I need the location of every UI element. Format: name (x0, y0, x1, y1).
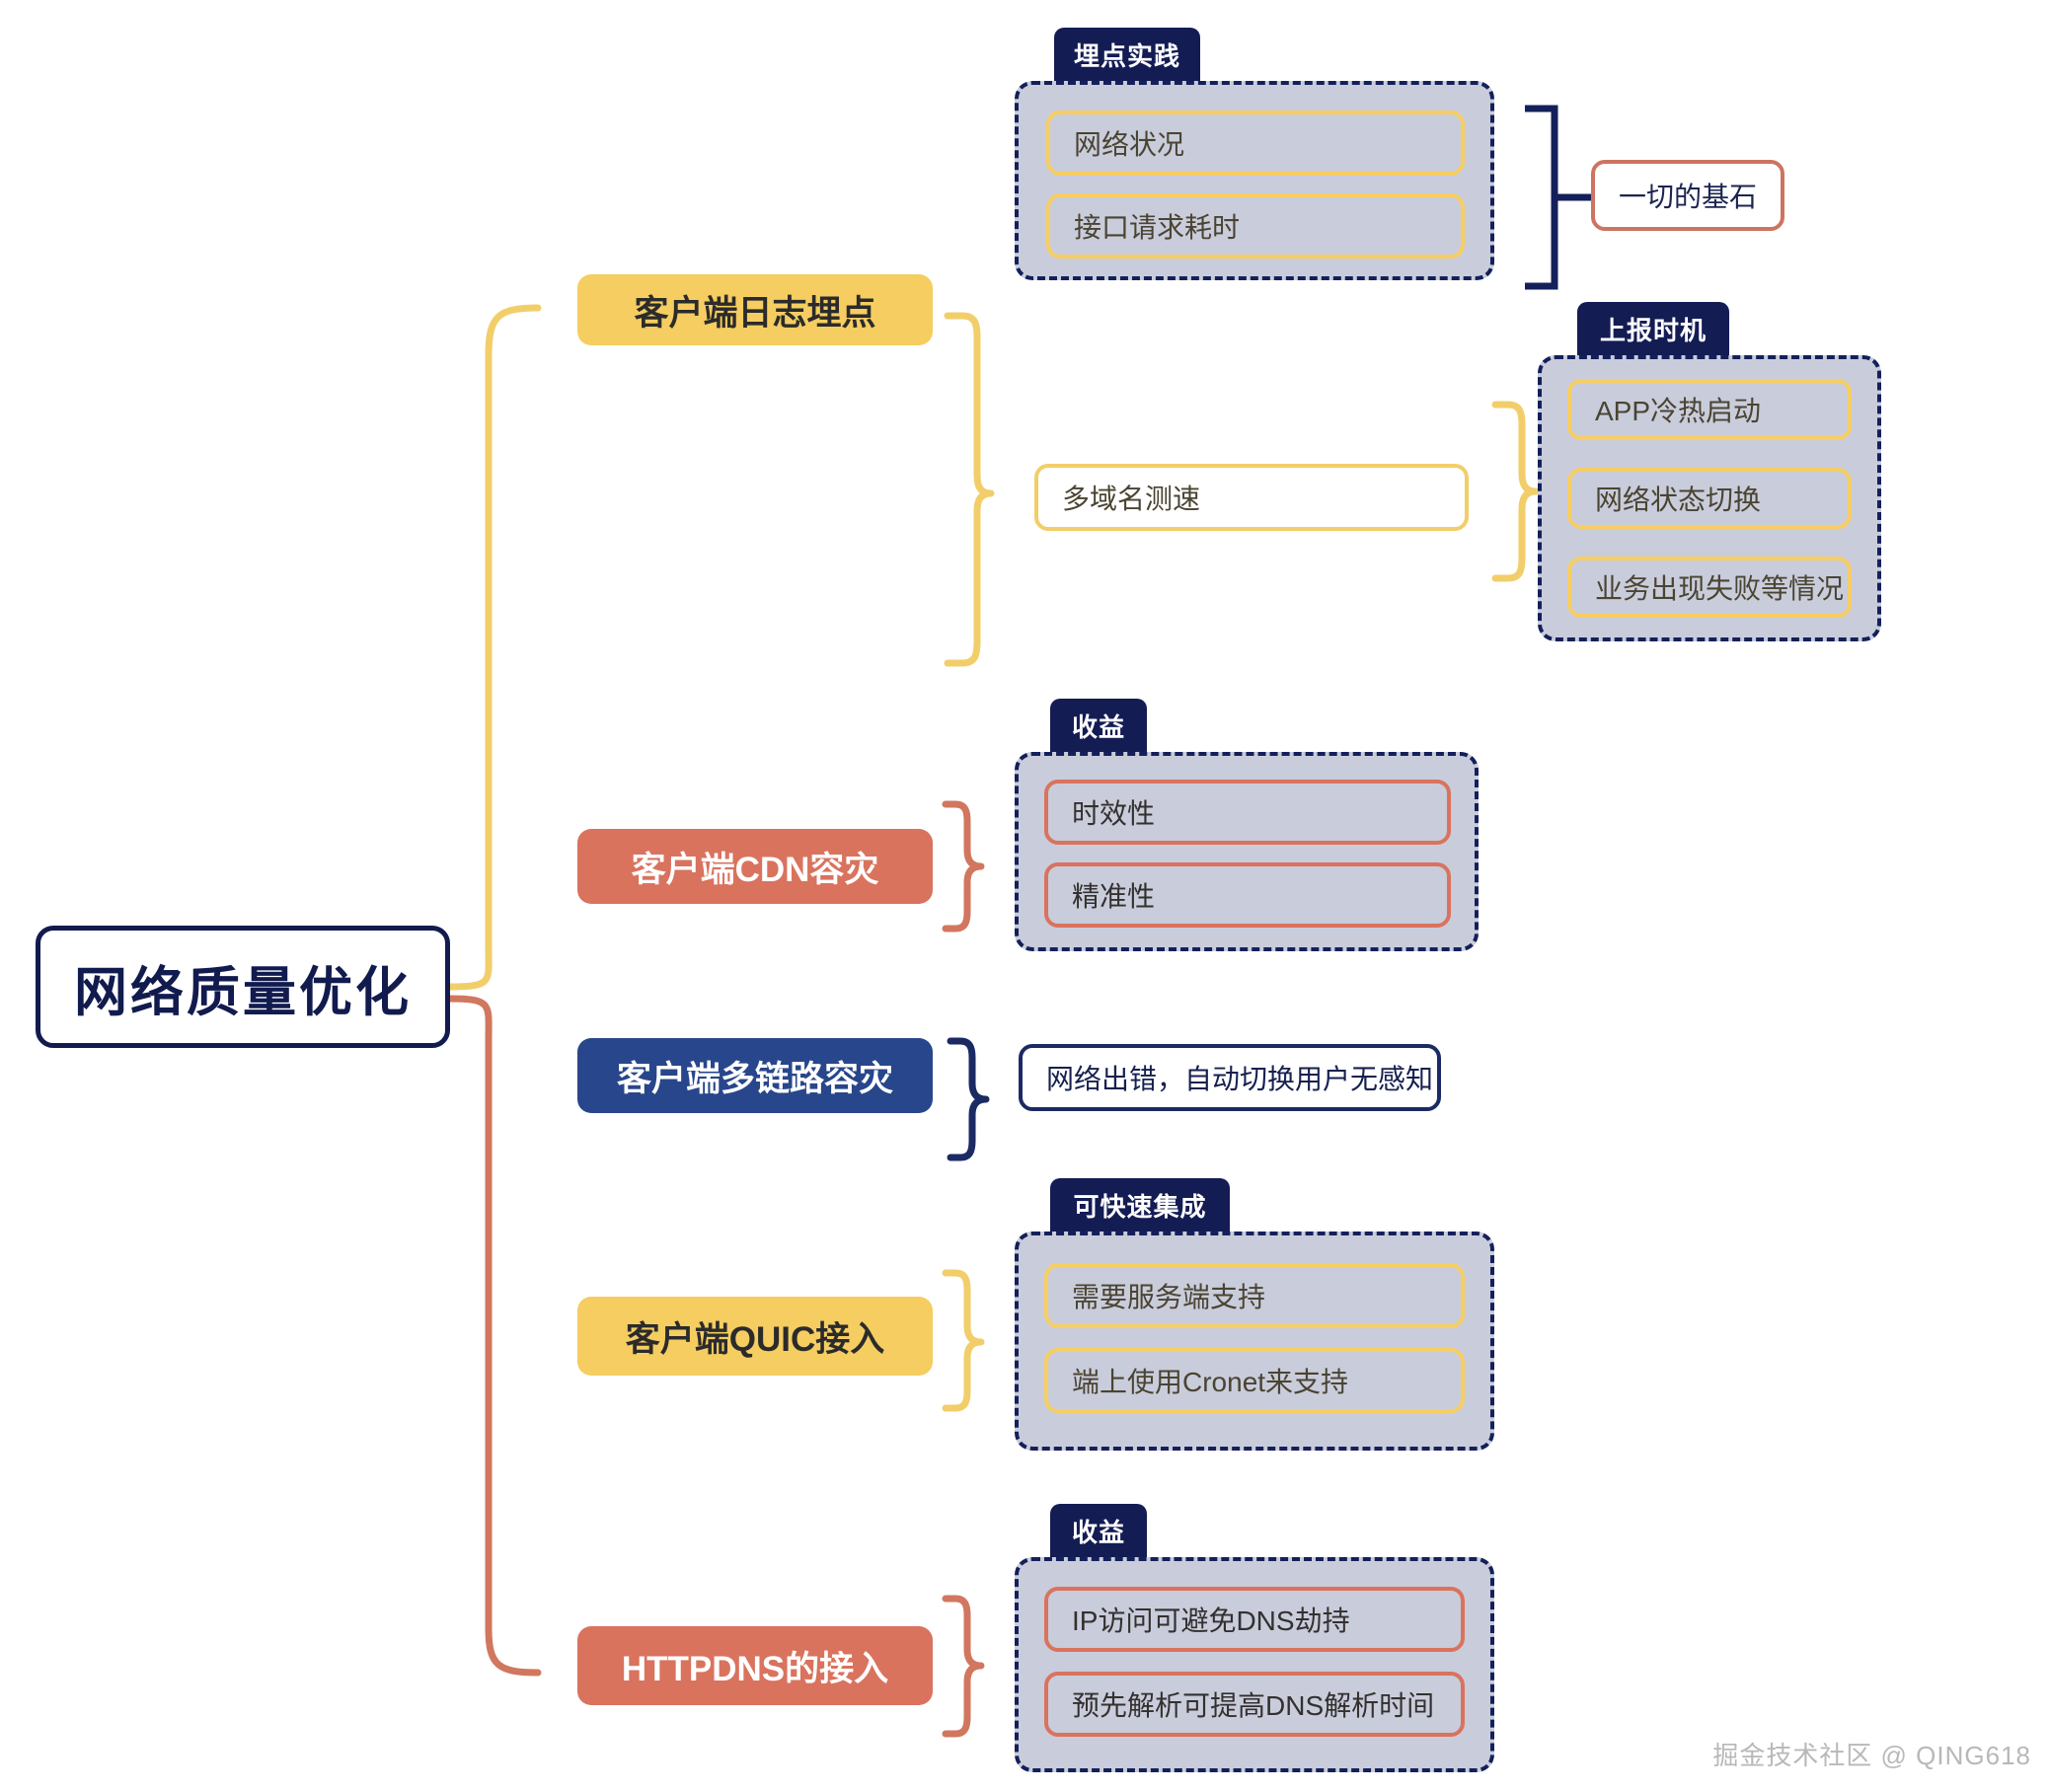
group-tab-tracking-practice: 埋点实践 (1054, 28, 1200, 81)
chip-timeliness[interactable]: 时效性 (1044, 780, 1451, 845)
chip-label: 接口请求耗时 (1074, 212, 1241, 243)
chip-business-failure-case[interactable]: 业务出现失败等情况 (1567, 557, 1852, 618)
node-label: 网络出错，自动切换用户无感知 (1046, 1064, 1434, 1094)
chip-api-request-latency[interactable]: 接口请求耗时 (1046, 193, 1465, 259)
chip-prefetch-dns-resolve[interactable]: 预先解析可提高DNS解析时间 (1044, 1672, 1465, 1737)
chip-accuracy[interactable]: 精准性 (1044, 862, 1451, 928)
note-cornerstone[interactable]: 一切的基石 (1591, 160, 1784, 231)
group-tab-label: 可快速集成 (1073, 1191, 1207, 1222)
chip-label: APP冷热启动 (1595, 396, 1762, 426)
chip-cronet-support[interactable]: 端上使用Cronet来支持 (1044, 1348, 1465, 1413)
branch-node-client-log-tracking[interactable]: 客户端日志埋点 (577, 274, 933, 345)
chip-label: 精准性 (1072, 881, 1156, 912)
node-auto-switch-transparent[interactable]: 网络出错，自动切换用户无感知 (1019, 1044, 1441, 1111)
branch-label: HTTPDNS的接入 (621, 1649, 889, 1688)
branch-node-client-quic[interactable]: 客户端QUIC接入 (577, 1297, 933, 1376)
chip-network-status[interactable]: 网络状况 (1046, 111, 1465, 176)
branch-node-client-cdn-failover[interactable]: 客户端CDN容灾 (577, 829, 933, 904)
node-label: 多域名测速 (1062, 484, 1201, 514)
root-node[interactable]: 网络质量优化 (36, 926, 450, 1048)
chip-label: 网络状况 (1074, 129, 1185, 160)
node-multi-domain-speedtest[interactable]: 多域名测速 (1034, 464, 1469, 531)
chip-label: 预先解析可提高DNS解析时间 (1072, 1690, 1435, 1721)
chip-label: 网络状态切换 (1595, 485, 1762, 515)
branch-label: 客户端CDN容灾 (631, 850, 879, 889)
group-container-fast-integration (1015, 1232, 1494, 1451)
group-container-benefit-cdn (1015, 752, 1479, 951)
watermark: 掘金技术社区 @ QING618 (1712, 1741, 2031, 1770)
chip-network-state-switch[interactable]: 网络状态切换 (1567, 468, 1852, 529)
chip-needs-server-support[interactable]: 需要服务端支持 (1044, 1263, 1465, 1328)
chip-label: 时效性 (1072, 798, 1156, 829)
chip-app-cold-hot-start[interactable]: APP冷热启动 (1567, 379, 1852, 440)
group-tab-benefit-cdn: 收益 (1050, 699, 1147, 752)
group-container-report-timing (1538, 355, 1881, 641)
group-tab-label: 收益 (1071, 1517, 1125, 1547)
root-label: 网络质量优化 (74, 962, 412, 1022)
group-tab-fast-integration: 可快速集成 (1050, 1178, 1230, 1232)
group-tab-label: 收益 (1071, 711, 1125, 742)
note-label: 一切的基石 (1618, 182, 1757, 212)
group-tab-benefit-httpdns: 收益 (1050, 1504, 1147, 1557)
branch-node-httpdns[interactable]: HTTPDNS的接入 (577, 1626, 933, 1705)
branch-label: 客户端QUIC接入 (625, 1319, 885, 1359)
branch-label: 客户端日志埋点 (634, 293, 876, 333)
chip-label: 业务出现失败等情况 (1595, 573, 1845, 604)
group-tab-report-timing: 上报时机 (1577, 302, 1729, 355)
chip-label: IP访问可避免DNS劫持 (1072, 1605, 1350, 1636)
group-tab-label: 上报时机 (1599, 315, 1707, 345)
chip-ip-avoid-dns-hijack[interactable]: IP访问可避免DNS劫持 (1044, 1587, 1465, 1652)
chip-label: 端上使用Cronet来支持 (1072, 1367, 1349, 1397)
group-tab-label: 埋点实践 (1073, 40, 1180, 71)
chip-label: 需要服务端支持 (1072, 1282, 1266, 1312)
branch-label: 客户端多链路容灾 (616, 1059, 893, 1098)
branch-node-client-multilink-failover[interactable]: 客户端多链路容灾 (577, 1038, 933, 1113)
